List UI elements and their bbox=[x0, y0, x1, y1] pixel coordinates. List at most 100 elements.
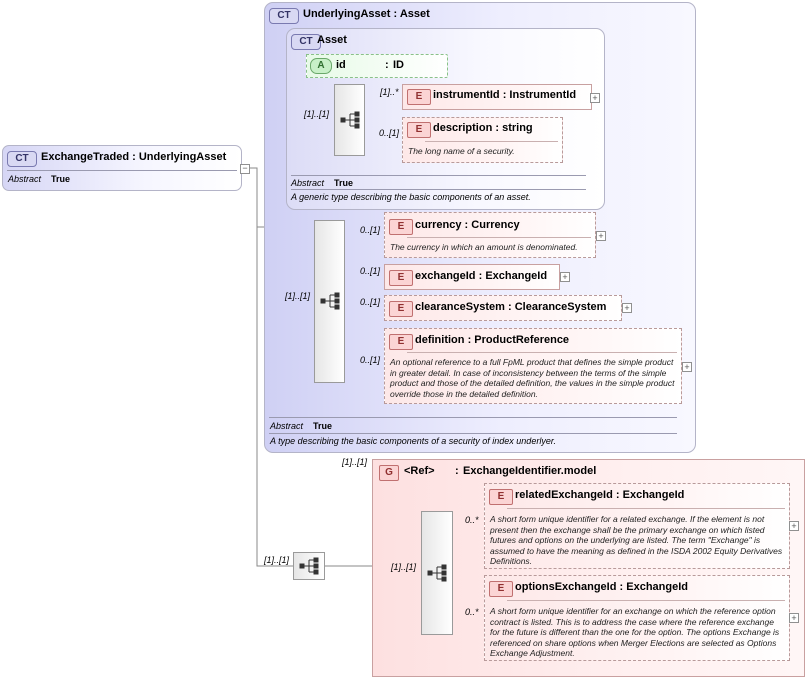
attribute-icon: A bbox=[310, 58, 332, 74]
type-documentation: A type describing the basic components o… bbox=[270, 436, 556, 446]
attribute-id[interactable]: A id : ID bbox=[306, 54, 448, 78]
plus-icon[interactable]: + bbox=[596, 231, 606, 241]
element-name: exchangeId bbox=[415, 270, 476, 282]
plus-icon[interactable]: + bbox=[789, 521, 799, 531]
complex-type-icon: CT bbox=[269, 8, 299, 24]
element-documentation: The long name of a security. bbox=[408, 146, 515, 156]
element-name: instrumentId bbox=[433, 89, 500, 101]
element-description[interactable]: E description : string The long name of … bbox=[402, 117, 563, 163]
element-currency[interactable]: E currency : Currency The currency in wh… bbox=[384, 212, 596, 258]
cardinality-label: 0..[1] bbox=[379, 128, 400, 138]
cardinality-label: [1]..* bbox=[380, 87, 399, 97]
cardinality-label: 0..[1] bbox=[360, 297, 381, 307]
element-separator: : bbox=[615, 489, 620, 501]
attribute-separator: : bbox=[385, 59, 389, 71]
element-separator: : bbox=[619, 581, 624, 593]
element-title: relatedExchangeId : ExchangeId bbox=[515, 489, 684, 501]
type-title: ExchangeTraded : UnderlyingAsset bbox=[41, 151, 226, 163]
type-name: UnderlyingAsset bbox=[303, 8, 391, 20]
base-type: UnderlyingAsset bbox=[138, 151, 227, 163]
sequence-compositor[interactable] bbox=[334, 84, 365, 156]
base-type: Asset bbox=[399, 8, 430, 20]
cardinality-label: 0..[1] bbox=[360, 225, 381, 235]
abstract-label: Abstract bbox=[8, 174, 42, 184]
complex-type-icon: CT bbox=[7, 151, 37, 167]
type-separator: : bbox=[132, 151, 136, 163]
abstract-value: True bbox=[51, 174, 71, 184]
attribute-type: ID bbox=[393, 59, 404, 71]
group-name: ExchangeIdentifier.model bbox=[463, 465, 597, 477]
element-title: exchangeId : ExchangeId bbox=[415, 270, 547, 282]
element-title: instrumentId : InstrumentId bbox=[433, 89, 576, 101]
element-separator: : bbox=[502, 89, 507, 101]
plus-icon[interactable]: + bbox=[622, 303, 632, 313]
element-separator: : bbox=[478, 270, 483, 282]
attribute-name: id bbox=[336, 59, 346, 71]
element-title: definition : ProductReference bbox=[415, 334, 569, 346]
element-name: definition bbox=[415, 334, 465, 346]
element-separator: : bbox=[464, 219, 469, 231]
plus-icon[interactable]: + bbox=[560, 272, 570, 282]
element-title: optionsExchangeId : ExchangeId bbox=[515, 581, 688, 593]
abstract-value: True bbox=[313, 421, 333, 431]
sequence-icon bbox=[299, 557, 319, 575]
type-title: UnderlyingAsset : Asset bbox=[303, 8, 430, 20]
cardinality-label: 0..* bbox=[465, 515, 479, 525]
element-type: InstrumentId bbox=[509, 89, 577, 101]
plus-icon[interactable]: + bbox=[590, 93, 600, 103]
element-type: ProductReference bbox=[474, 334, 570, 346]
sequence-icon bbox=[320, 292, 340, 310]
element-definition[interactable]: E definition : ProductReference An optio… bbox=[384, 328, 682, 404]
complex-type-exchange-traded[interactable]: CT ExchangeTraded : UnderlyingAsset Abst… bbox=[2, 145, 242, 191]
element-name: relatedExchangeId bbox=[515, 489, 613, 501]
element-title: currency : Currency bbox=[415, 219, 520, 231]
type-name: Asset bbox=[317, 34, 347, 46]
element-icon: E bbox=[389, 219, 413, 235]
element-icon: E bbox=[407, 89, 431, 105]
element-clearance-system[interactable]: E clearanceSystem : ClearanceSystem bbox=[384, 295, 622, 321]
element-icon: E bbox=[407, 122, 431, 138]
cardinality-label: [1]..[1] bbox=[264, 555, 290, 565]
element-separator: : bbox=[467, 334, 472, 346]
element-name: description bbox=[433, 122, 493, 134]
plus-icon[interactable]: + bbox=[682, 362, 692, 372]
element-name: optionsExchangeId bbox=[515, 581, 617, 593]
type-name: ExchangeTraded bbox=[41, 151, 130, 163]
element-icon: E bbox=[389, 270, 413, 286]
plus-icon[interactable]: + bbox=[789, 613, 799, 623]
sequence-compositor[interactable] bbox=[293, 552, 325, 580]
sequence-compositor[interactable] bbox=[421, 511, 453, 635]
group-separator: : bbox=[455, 465, 459, 477]
element-name: clearanceSystem bbox=[415, 301, 505, 313]
element-type: ClearanceSystem bbox=[514, 301, 607, 313]
element-separator: : bbox=[495, 122, 500, 134]
element-instrument-id[interactable]: E instrumentId : InstrumentId bbox=[402, 84, 592, 110]
element-documentation: A short form unique identifier for an ex… bbox=[490, 606, 780, 658]
cardinality-label: [1]..[1] bbox=[391, 562, 417, 572]
sequence-icon bbox=[340, 111, 360, 129]
complex-type-icon: CT bbox=[291, 34, 321, 50]
element-related-exchange-id[interactable]: E relatedExchangeId : ExchangeId A short… bbox=[484, 483, 790, 569]
element-documentation: An optional reference to a full FpML pro… bbox=[390, 357, 675, 399]
collapse-icon[interactable]: − bbox=[240, 164, 250, 174]
element-type: ExchangeId bbox=[622, 489, 685, 501]
element-exchange-id[interactable]: E exchangeId : ExchangeId bbox=[384, 264, 560, 290]
element-options-exchange-id[interactable]: E optionsExchangeId : ExchangeId A short… bbox=[484, 575, 790, 661]
element-documentation: A short form unique identifier for a rel… bbox=[490, 514, 783, 566]
cardinality-label: 0..[1] bbox=[360, 266, 381, 276]
element-name: currency bbox=[415, 219, 462, 231]
element-type: ExchangeId bbox=[626, 581, 689, 593]
element-title: description : string bbox=[433, 122, 533, 134]
element-icon: E bbox=[389, 301, 413, 317]
cardinality-label: 0..[1] bbox=[360, 355, 381, 365]
sequence-icon bbox=[427, 564, 447, 582]
element-type: string bbox=[502, 122, 533, 134]
cardinality-label: [1]..[1] bbox=[342, 457, 368, 467]
element-title: clearanceSystem : ClearanceSystem bbox=[415, 301, 606, 313]
element-icon: E bbox=[489, 581, 513, 597]
element-type: ExchangeId bbox=[485, 270, 548, 282]
element-separator: : bbox=[507, 301, 512, 313]
group-icon: G bbox=[379, 465, 399, 481]
sequence-compositor[interactable] bbox=[314, 220, 345, 383]
abstract-label: Abstract bbox=[270, 421, 304, 431]
